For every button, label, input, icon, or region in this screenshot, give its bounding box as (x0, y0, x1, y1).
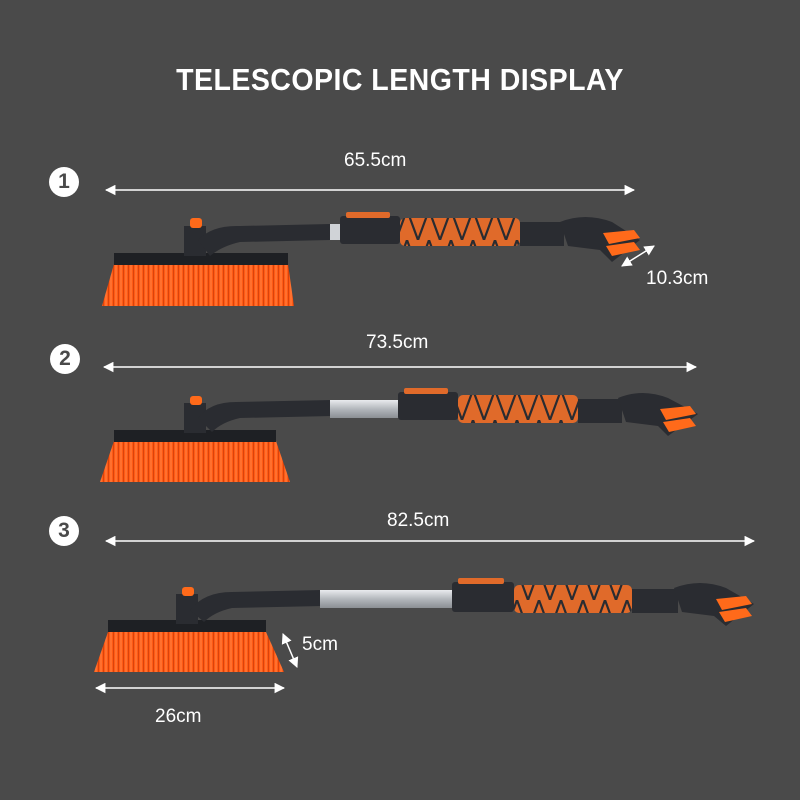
length-label-1: 65.5cm (344, 150, 407, 171)
snow-brush-3 (94, 578, 754, 672)
brush-height-label: 5cm (302, 634, 338, 655)
length-label-2: 73.5cm (366, 332, 429, 353)
brush-height-arrow (281, 633, 299, 668)
snow-brush-2 (100, 388, 698, 482)
length-label-3: 82.5cm (387, 510, 450, 531)
step-badge-1: 1 (49, 167, 79, 197)
step-badge-3: 3 (49, 516, 79, 546)
snow-brush-1 (102, 212, 640, 306)
scraper-arrow (621, 245, 655, 267)
page-title: TELESCOPIC LENGTH DISPLAY (176, 62, 624, 97)
brush-width-label: 26cm (155, 706, 202, 727)
step-badge-2: 2 (50, 344, 80, 374)
scraper-width-label: 10.3cm (646, 268, 709, 289)
